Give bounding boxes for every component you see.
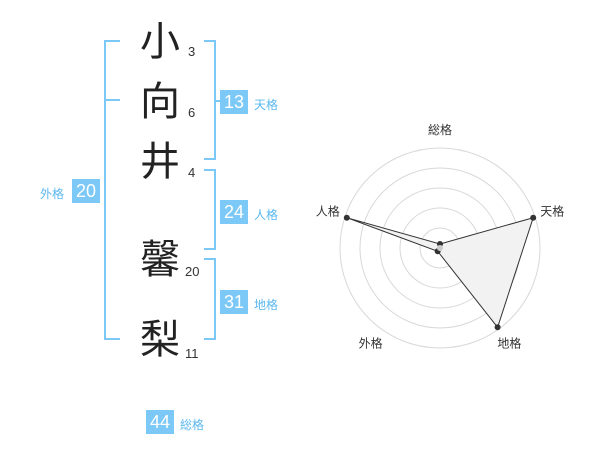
radar-label-4: 外格 [359, 335, 383, 350]
gaikaku-bracket-top [104, 40, 120, 42]
name-char-3: 井 [140, 139, 180, 185]
radar-point-2 [530, 214, 537, 221]
radar-label-2: 天格 [540, 204, 564, 219]
gaikaku-value: 20 [72, 179, 100, 203]
chikaku-bracket-top [204, 258, 216, 260]
radar-ring-5 [339, 147, 541, 349]
stroke-count-5: 11 [185, 346, 199, 361]
radar-point-3 [494, 324, 501, 331]
jinkaku-value: 24 [220, 200, 248, 224]
radar-label-3: 地格 [497, 335, 521, 350]
stroke-count-2: 6 [188, 105, 196, 120]
stroke-count-4: 20 [185, 264, 200, 279]
tenkaku-value: 13 [220, 90, 248, 114]
radar-point-5 [343, 214, 350, 221]
tenkaku-bracket-stub [214, 100, 220, 102]
tenkaku-bracket-top [204, 40, 216, 42]
radar-label-5: 人格 [316, 204, 340, 219]
tenkaku-bracket-bottom [204, 158, 216, 160]
radar-polygon [346, 216, 534, 329]
gaikaku-label: 外格 [40, 187, 65, 201]
gaikaku-bracket-line [104, 40, 106, 340]
stroke-count-3: 4 [188, 165, 196, 180]
jinkaku-bracket-bottom [204, 248, 216, 250]
soukaku-label: 総格 [180, 418, 205, 432]
stroke-count-1: 3 [188, 44, 196, 59]
jinkaku-bracket-top [204, 169, 216, 171]
soukaku-value: 44 [146, 410, 174, 434]
radar-center [437, 245, 443, 251]
chikaku-bracket-line [214, 258, 216, 340]
name-char-2: 向 [140, 79, 180, 125]
gaikaku-bracket-bottom [104, 338, 120, 340]
name-char-5: 梨 [140, 317, 180, 363]
radar-label-1: 総格 [428, 122, 452, 137]
chikaku-bracket-bottom [204, 338, 216, 340]
chikaku-value: 31 [220, 290, 248, 314]
jinkaku-bracket-line [214, 169, 216, 250]
gaikaku-bracket-mid [104, 99, 120, 101]
name-char-1: 小 [140, 19, 180, 65]
jinkaku-label: 人格 [254, 208, 279, 222]
tenkaku-label: 天格 [254, 98, 279, 112]
name-char-4: 馨 [140, 237, 180, 283]
chikaku-label: 地格 [254, 298, 279, 312]
